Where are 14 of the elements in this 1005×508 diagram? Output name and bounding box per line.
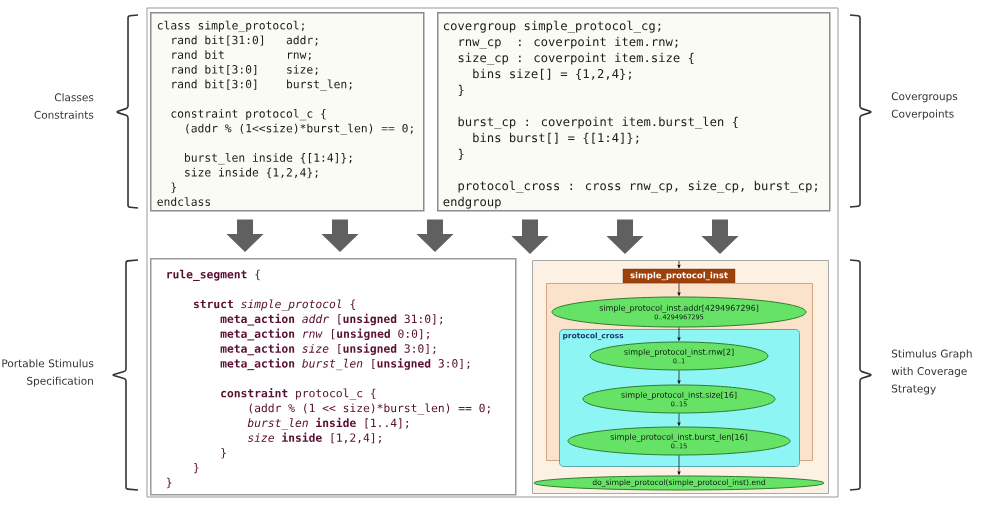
arrow: [677, 413, 681, 426]
code-box: covergroup simple_protocol_cg; rnw_cp : coverpoint item.rnw; size_cp : coverpoint item.size { bins size[] = {1,2,4}; } burst_cp : coverpoint item.burst_len { bins burst[] = {[1:4]}; } protocol_cross : cross rnw_cp, size_cp, burst_cp; endgroup: [437, 12, 831, 212]
arrow: [677, 260, 681, 269]
arrow: [677, 370, 681, 384]
side-label: Stimulus Graph with Coverage Strategy: [891, 349, 972, 395]
arrow: [677, 282, 681, 296]
arrow: [677, 455, 681, 475]
side-label: Portable Stimulus Specification: [2, 359, 94, 387]
side-label: Classes Constraints: [34, 93, 94, 119]
instance-box: simple_protocol_inst: [622, 268, 736, 284]
side-label: Covergroups Coverpoints: [891, 92, 958, 120]
arrow: [677, 327, 681, 341]
code-box: rule_segment { struct simple_protocol { meta_action addr [unsigned 31:0]; meta_action rnw [unsigned 0:0]; meta_action size [unsigned 3:0]; meta_action burst_len [unsigned 3:0]; constraint protocol_c { (addr % (1 << size)*burst_len) == 0; burst_len inside [1..4]; size inside [1,2,4]; } } }: [150, 258, 517, 496]
code-box: class simple_protocol; rand bit[31:0] addr; rand bit rnw; rand bit[3:0] size; rand bit[3:0] burst_len; constraint protocol_c { (addr % (1<<size)*burst_len) == 0; burst_len inside {[1:4]}; size inside {1,2,4}; } endclass: [150, 12, 425, 212]
